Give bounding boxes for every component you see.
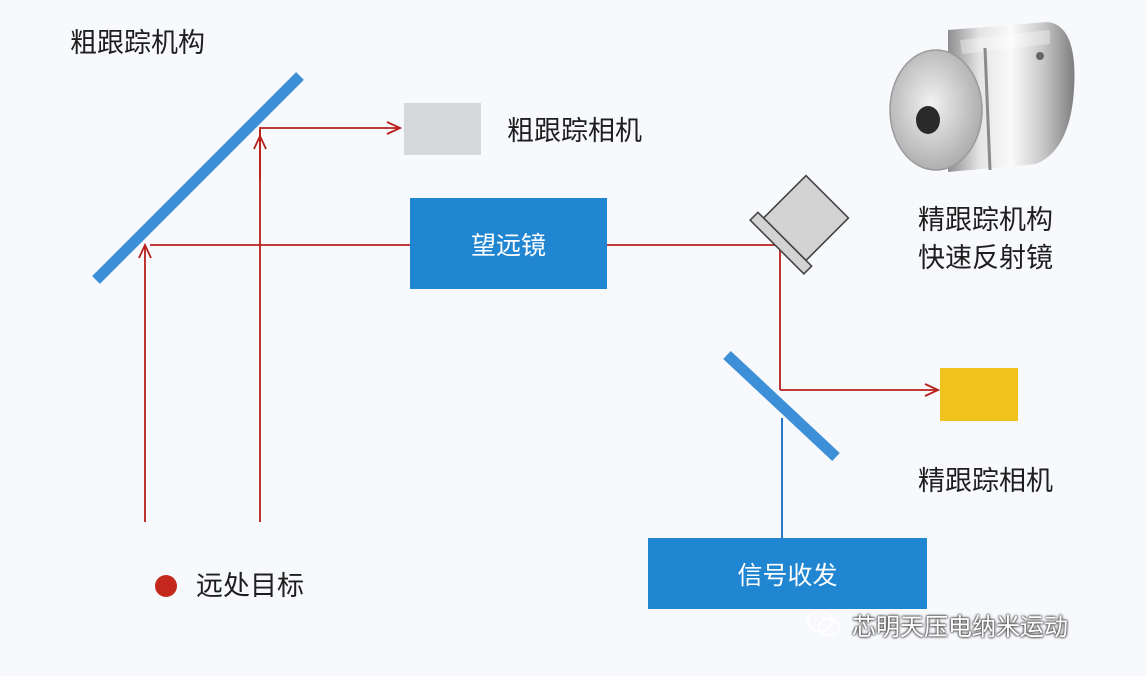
piezo-actuator-image xyxy=(889,22,1075,172)
fine-mechanism-label-line2: 快速反射镜 xyxy=(918,243,1053,274)
beam-to-coarse-camera xyxy=(259,128,400,142)
transceiver-label: 信号收发 xyxy=(737,560,838,590)
coarse-camera-box xyxy=(404,103,481,155)
beam-splitter xyxy=(723,350,840,462)
beam-paths xyxy=(145,128,938,522)
coarse-mechanism-label: 粗跟踪机构 xyxy=(70,28,205,59)
fast-steering-mirror xyxy=(749,174,850,275)
coarse-tracking-mirror xyxy=(92,72,304,284)
far-target-label: 远处目标 xyxy=(196,571,304,602)
telescope-box: 望远镜 xyxy=(410,198,607,289)
transceiver-box: 信号收发 xyxy=(648,538,927,609)
fine-mechanism-label-line1: 精跟踪机构 xyxy=(918,205,1053,236)
coarse-camera-label: 粗跟踪相机 xyxy=(507,116,642,147)
telescope-label: 望远镜 xyxy=(470,230,546,260)
fine-camera-label: 精跟踪相机 xyxy=(918,466,1053,497)
wechat-icon xyxy=(807,610,840,636)
far-target-dot xyxy=(155,575,177,597)
watermark: 芯明天压电纳米运动 xyxy=(806,606,1068,642)
watermark-text: 芯明天压电纳米运动 xyxy=(852,612,1068,641)
fine-camera-box xyxy=(940,368,1018,421)
